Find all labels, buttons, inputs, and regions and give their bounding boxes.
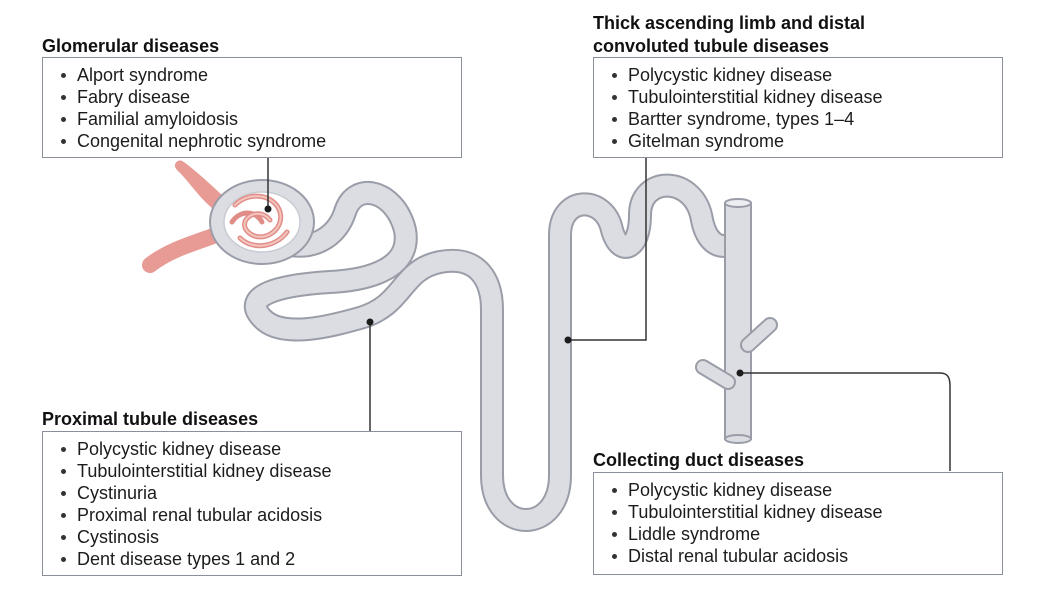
list-item: Fabry disease bbox=[57, 86, 451, 108]
thick-ascending-title-line1: Thick ascending limb and distal bbox=[593, 13, 866, 33]
list-item: Cystinuria bbox=[57, 482, 451, 504]
list-item: Polycystic kidney disease bbox=[57, 438, 451, 460]
thick-ascending-title-line2: convoluted tubule diseases bbox=[593, 36, 830, 56]
collecting-list: Polycystic kidney disease Tubulointersti… bbox=[608, 479, 992, 567]
thick-ascending-box: Polycystic kidney disease Tubulointersti… bbox=[593, 57, 1003, 158]
list-item: Congenital nephrotic syndrome bbox=[57, 130, 451, 152]
list-item: Familial amyloidosis bbox=[57, 108, 451, 130]
marker-thick-ascending bbox=[564, 336, 572, 344]
glomerular-box: Alport syndrome Fabry disease Familial a… bbox=[42, 57, 462, 158]
collecting-duct bbox=[695, 198, 778, 444]
proximal-title: Proximal tubule diseases bbox=[42, 409, 259, 429]
list-item: Proximal renal tubular acidosis bbox=[57, 504, 451, 526]
proximal-box: Polycystic kidney disease Tubulointersti… bbox=[42, 431, 462, 576]
leader-thick-ascending bbox=[568, 158, 647, 341]
marker-collecting bbox=[736, 369, 744, 377]
marker-proximal bbox=[366, 318, 374, 326]
list-item: Tubulointerstitial kidney disease bbox=[608, 501, 992, 523]
list-item: Distal renal tubular acidosis bbox=[608, 545, 992, 567]
marker-glomerular bbox=[264, 205, 272, 213]
proximal-list: Polycystic kidney disease Tubulointersti… bbox=[57, 438, 451, 570]
glomerular-list: Alport syndrome Fabry disease Familial a… bbox=[57, 64, 451, 152]
list-item: Gitelman syndrome bbox=[608, 130, 992, 152]
list-item: Bartter syndrome, types 1–4 bbox=[608, 108, 992, 130]
list-item: Polycystic kidney disease bbox=[608, 64, 992, 86]
list-item: Tubulointerstitial kidney disease bbox=[608, 86, 992, 108]
glomerulus bbox=[209, 179, 315, 265]
list-item: Dent disease types 1 and 2 bbox=[57, 548, 451, 570]
list-item: Tubulointerstitial kidney disease bbox=[57, 460, 451, 482]
leader-lines bbox=[267, 158, 951, 471]
list-item: Alport syndrome bbox=[57, 64, 451, 86]
collecting-title: Collecting duct diseases bbox=[593, 450, 805, 470]
list-item: Liddle syndrome bbox=[608, 523, 992, 545]
nephron-tubule bbox=[243, 173, 748, 532]
leader-collecting bbox=[740, 372, 951, 471]
collecting-box: Polycystic kidney disease Tubulointersti… bbox=[593, 472, 1003, 575]
glomerular-title: Glomerular diseases bbox=[42, 36, 220, 56]
list-item: Cystinosis bbox=[57, 526, 451, 548]
thick-ascending-list: Polycystic kidney disease Tubulointersti… bbox=[608, 64, 992, 152]
list-item: Polycystic kidney disease bbox=[608, 479, 992, 501]
